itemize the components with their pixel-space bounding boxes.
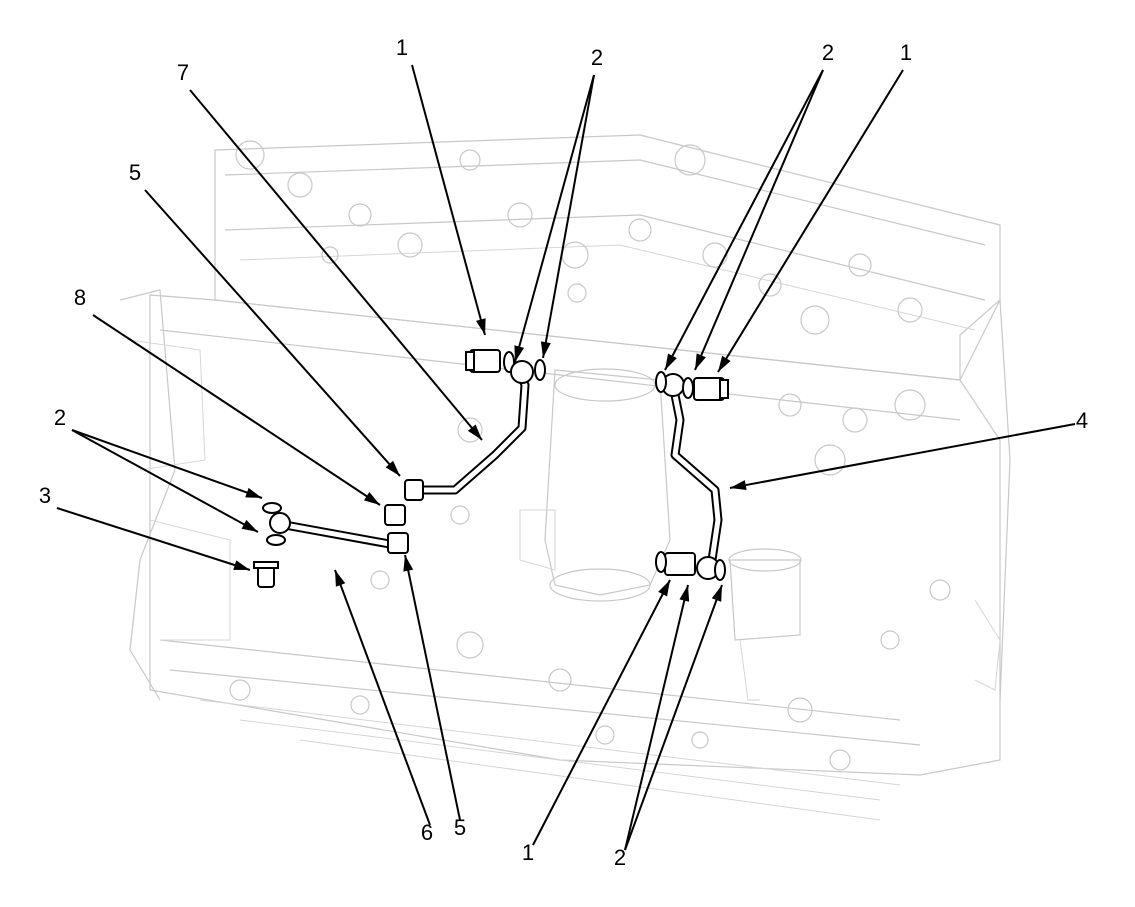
filter-canister xyxy=(519,368,671,602)
leader-line-c1b-0 xyxy=(717,69,904,373)
arrow-head-c4-0 xyxy=(730,480,747,490)
right-filter xyxy=(728,548,802,701)
leader-line-c7-0 xyxy=(189,89,483,441)
leader-line-c1a-0 xyxy=(411,64,486,336)
callout-number-c6: 6 xyxy=(421,820,433,845)
leader-line-c2d-1 xyxy=(624,584,723,851)
arrow-head-c2b-1 xyxy=(695,353,706,370)
leader-line-c8-0 xyxy=(92,314,381,506)
callout-number-c1a: 1 xyxy=(396,35,408,60)
arrow-head-c1b-0 xyxy=(718,355,731,372)
fitting-1-upper-right xyxy=(693,377,729,401)
tube-assembly-6 xyxy=(280,520,400,550)
arrow-head-c7-0 xyxy=(467,424,482,440)
bolt-3 xyxy=(253,561,279,588)
callout-number-c2b: 2 xyxy=(822,40,834,65)
arrow-head-c1a-0 xyxy=(475,318,486,335)
banjo-upper-left xyxy=(510,360,534,384)
callout-number-c3: 3 xyxy=(39,483,51,508)
callout-number-c7: 7 xyxy=(177,60,189,85)
leader-line-c2d-0 xyxy=(624,584,689,851)
engine-block-ghost xyxy=(119,134,1011,821)
tube-assembly-4 xyxy=(668,380,723,573)
arrow-head-c2d-1 xyxy=(711,585,722,602)
callout-number-c8: 8 xyxy=(74,285,86,310)
arrow-head-c5b-0 xyxy=(403,555,414,572)
leader-line-c3-0 xyxy=(56,507,251,571)
callout-number-c5b: 5 xyxy=(454,815,466,840)
leader-line-c6-0 xyxy=(334,569,431,826)
banjo-upper-right xyxy=(655,371,694,399)
leader-line-c2a-0 xyxy=(514,74,595,363)
arrow-head-c3-0 xyxy=(233,560,250,570)
leader-line-c5a-0 xyxy=(144,189,401,477)
nut-5-lower xyxy=(387,532,409,554)
leader-line-c2c-1 xyxy=(71,429,259,533)
arrow-head-c1c-0 xyxy=(658,580,670,597)
arrow-head-c8-0 xyxy=(363,491,380,505)
leader-line-c2c-0 xyxy=(71,429,263,499)
callout-number-c5a: 5 xyxy=(129,160,141,185)
fitting-1-upper-left xyxy=(465,349,501,373)
arrow-head-c2b-0 xyxy=(665,353,677,370)
callout-number-c2c: 2 xyxy=(54,405,66,430)
head-bosses xyxy=(235,140,926,476)
block-bolts xyxy=(229,505,951,771)
callout-number-c1c: 1 xyxy=(522,840,534,865)
arrow-head-c2a-1 xyxy=(540,341,551,358)
callout-number-c2a: 2 xyxy=(591,45,603,70)
fitting-1-lower-right xyxy=(655,551,726,581)
banjo-left xyxy=(262,502,291,546)
leader-line-c2b-0 xyxy=(664,69,824,371)
arrow-head-c2a-0 xyxy=(514,345,525,362)
tube-assembly-7 xyxy=(405,367,530,495)
arrow-head-c6-0 xyxy=(335,570,346,587)
nut-8 xyxy=(384,504,406,526)
arrow-head-c2c-1 xyxy=(241,519,258,532)
arrow-head-c2d-0 xyxy=(679,585,690,602)
callout-number-c2d: 2 xyxy=(614,845,626,870)
leader-line-c2a-1 xyxy=(542,74,595,359)
arrow-head-c2c-0 xyxy=(245,487,262,498)
leader-line-c4-0 xyxy=(729,423,1076,489)
leader-lines xyxy=(56,64,1076,851)
callout-number-c4: 4 xyxy=(1076,408,1088,433)
callout-number-c1b: 1 xyxy=(900,40,912,65)
leader-line-c1c-0 xyxy=(532,579,671,846)
leader-line-c5b-0 xyxy=(404,554,461,821)
leader-line-c2b-1 xyxy=(694,69,824,371)
arrow-head-c5a-0 xyxy=(385,460,400,476)
nut-5-upper xyxy=(404,479,424,501)
